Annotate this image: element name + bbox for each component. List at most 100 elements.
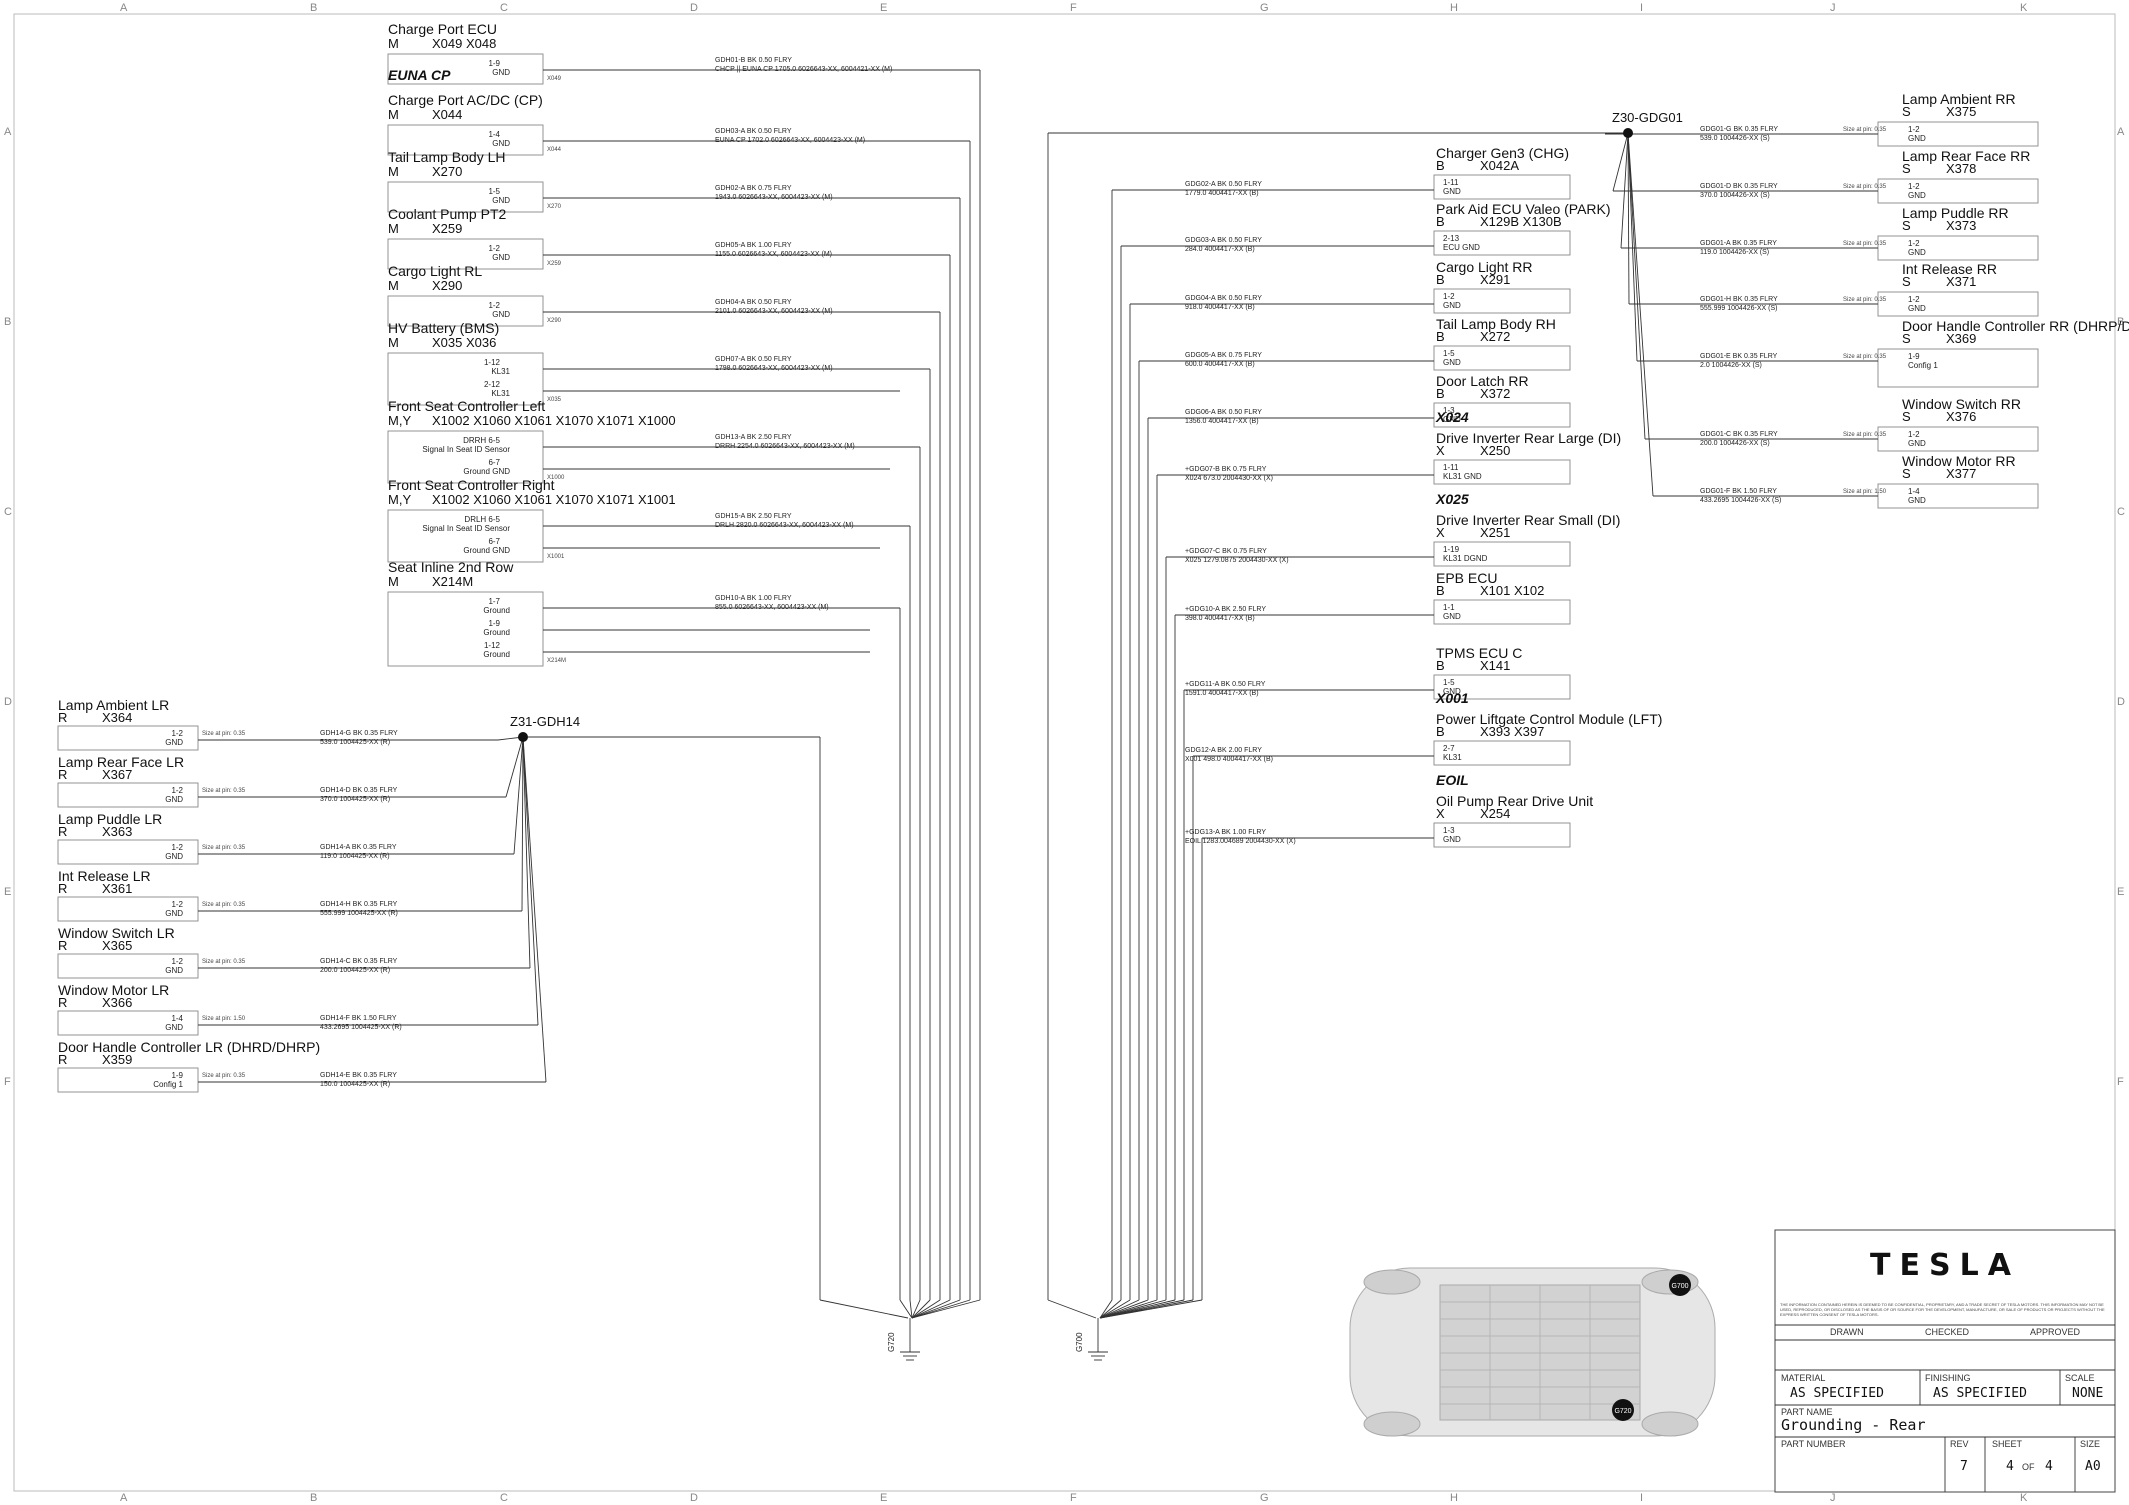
connector-type: S (1902, 218, 1911, 233)
pin-number: 1-5 (1443, 349, 1455, 358)
scale-value: NONE (2072, 1386, 2103, 1401)
wire-spec: GDH13-A BK 2.50 FLRY (715, 434, 792, 441)
grid-col-label: J (1830, 1492, 1836, 1504)
pin-number: 1-2 (1443, 292, 1455, 301)
connector-type: B (1436, 658, 1445, 673)
pin-number: 1-2 (1908, 430, 1920, 439)
connector-title: Door Latch RR (1436, 373, 1529, 389)
connector-body (1433, 402, 1571, 428)
wire-spec: 398.0 4004417-XX (B) (1185, 615, 1255, 622)
connector-body (1877, 291, 2039, 317)
connector-title: Tail Lamp Body RH (1436, 316, 1556, 332)
wire (911, 1299, 971, 1319)
connector-ids: X272 (1480, 329, 1510, 344)
size-label: Size at pin: 1.50 (202, 1016, 246, 1022)
rev-value: 7 (1960, 1459, 1968, 1474)
connector-type: B (1436, 583, 1445, 598)
connector-block: Door Handle Controller RR (DHRP/DHRD)SX3… (1700, 318, 2129, 388)
connector-type: R (58, 995, 67, 1010)
connector-ids: X251 (1480, 525, 1510, 540)
wire-spec: 539.0 1004425-XX (R) (320, 739, 390, 746)
wire-spec: GDG01-D BK 0.35 FLRY (1700, 183, 1778, 190)
pin-number: 2-13 (1443, 234, 1460, 243)
pin-number: 1-7 (488, 597, 500, 606)
pin-signal: GND (1908, 191, 1926, 200)
pin-signal: Config 1 (153, 1080, 183, 1089)
connector-ids: X364 (102, 710, 132, 725)
connector-type: S (1902, 161, 1911, 176)
grid-col-label: A (120, 2, 128, 14)
pin-number: 1-1 (1443, 603, 1455, 612)
connector-title: Charger Gen3 (CHG) (1436, 145, 1569, 161)
wire-spec: GDG06-A BK 0.50 FLRY (1185, 409, 1262, 416)
grid-row-label: B (2117, 316, 2124, 328)
connector-body (1433, 345, 1571, 371)
wire (1099, 1299, 1149, 1319)
connector-type: X (1436, 806, 1445, 821)
grid-row-label: B (4, 316, 11, 328)
pin-signal: GND (492, 310, 510, 319)
pin-number: 1-5 (1443, 678, 1455, 687)
ground-left: G720 (887, 1318, 920, 1361)
wire-spec: GDG01-A BK 0.35 FLRY (1700, 240, 1777, 247)
finishing-label: FINISHING (1925, 1373, 1971, 1383)
wire (1099, 1299, 1131, 1319)
car-label-top: G700 (1671, 1283, 1688, 1290)
wire-spec: 200.0 1004426-XX (S) (1700, 440, 1770, 447)
wire-spec: 1155.0 6026643-XX, 6004423-XX (M) (715, 251, 832, 258)
connector-ids: X141 (1480, 658, 1510, 673)
connector-body (1433, 674, 1571, 700)
pin-number: 1-4 (1908, 487, 1920, 496)
connector-body (387, 591, 544, 667)
connector-ids: X270 (432, 164, 462, 179)
wire-spec: GDH07-A BK 0.50 FLRY (715, 356, 792, 363)
wire-spec: +GDG13-A BK 1.00 FLRY (1185, 829, 1266, 836)
connector-type: M (388, 278, 399, 293)
pin-signal: Ground (483, 650, 510, 659)
connector-loc: X049 (547, 76, 562, 82)
wire-spec: 2101.0 6026643-XX, 6004423-XX (M) (715, 308, 833, 315)
connector-ids: X375 (1946, 104, 1976, 119)
pin-signal: GND (165, 738, 183, 747)
pin-signal: GND (492, 68, 510, 77)
pin-number: 1-2 (171, 729, 183, 738)
pin-number: 6-7 (488, 458, 500, 467)
pin-signal: GND (1443, 612, 1461, 621)
grid-col-label: B (310, 1492, 317, 1504)
grid-col-label: C (500, 1492, 508, 1504)
pin-number: 1-9 (488, 59, 500, 68)
wire (513, 736, 524, 855)
connector-type: S (1902, 409, 1911, 424)
connector-title: EPB ECU (1436, 570, 1497, 586)
pin-signal: GND (492, 196, 510, 205)
wire-spec: X024 673.0 2004430-XX (X) (1185, 475, 1273, 482)
wire-spec: GDH14-F BK 1.50 FLRY (320, 1015, 397, 1022)
connector-type: S (1902, 104, 1911, 119)
connector-type: X (1436, 443, 1445, 458)
pin-number: 1-2 (171, 957, 183, 966)
connector-type: M (388, 221, 399, 236)
connector-type: B (1436, 724, 1445, 739)
connector-type: X (1436, 525, 1445, 540)
wire-spec: +GDG11-A BK 0.50 FLRY (1185, 681, 1266, 688)
size-value: A0 (2085, 1459, 2101, 1474)
connector-ids: X376 (1946, 409, 1976, 424)
wire-bundles (198, 69, 1878, 1319)
connector-title: Window Switch LR (58, 925, 175, 941)
pin-signal: KL31 (491, 389, 510, 398)
wire-spec: GDH14-G BK 0.35 FLRY (320, 730, 398, 737)
connector-loc: X259 (547, 261, 562, 267)
connector-title: Front Seat Controller Right (388, 477, 555, 493)
wire-spec: 119.0 1004426-XX (S) (1700, 249, 1769, 256)
connector-ids: X259 (432, 221, 462, 236)
grid-col-label: G (1260, 2, 1269, 14)
connector-type: M (388, 164, 399, 179)
pin-signal: KL31 GND (1443, 472, 1482, 481)
